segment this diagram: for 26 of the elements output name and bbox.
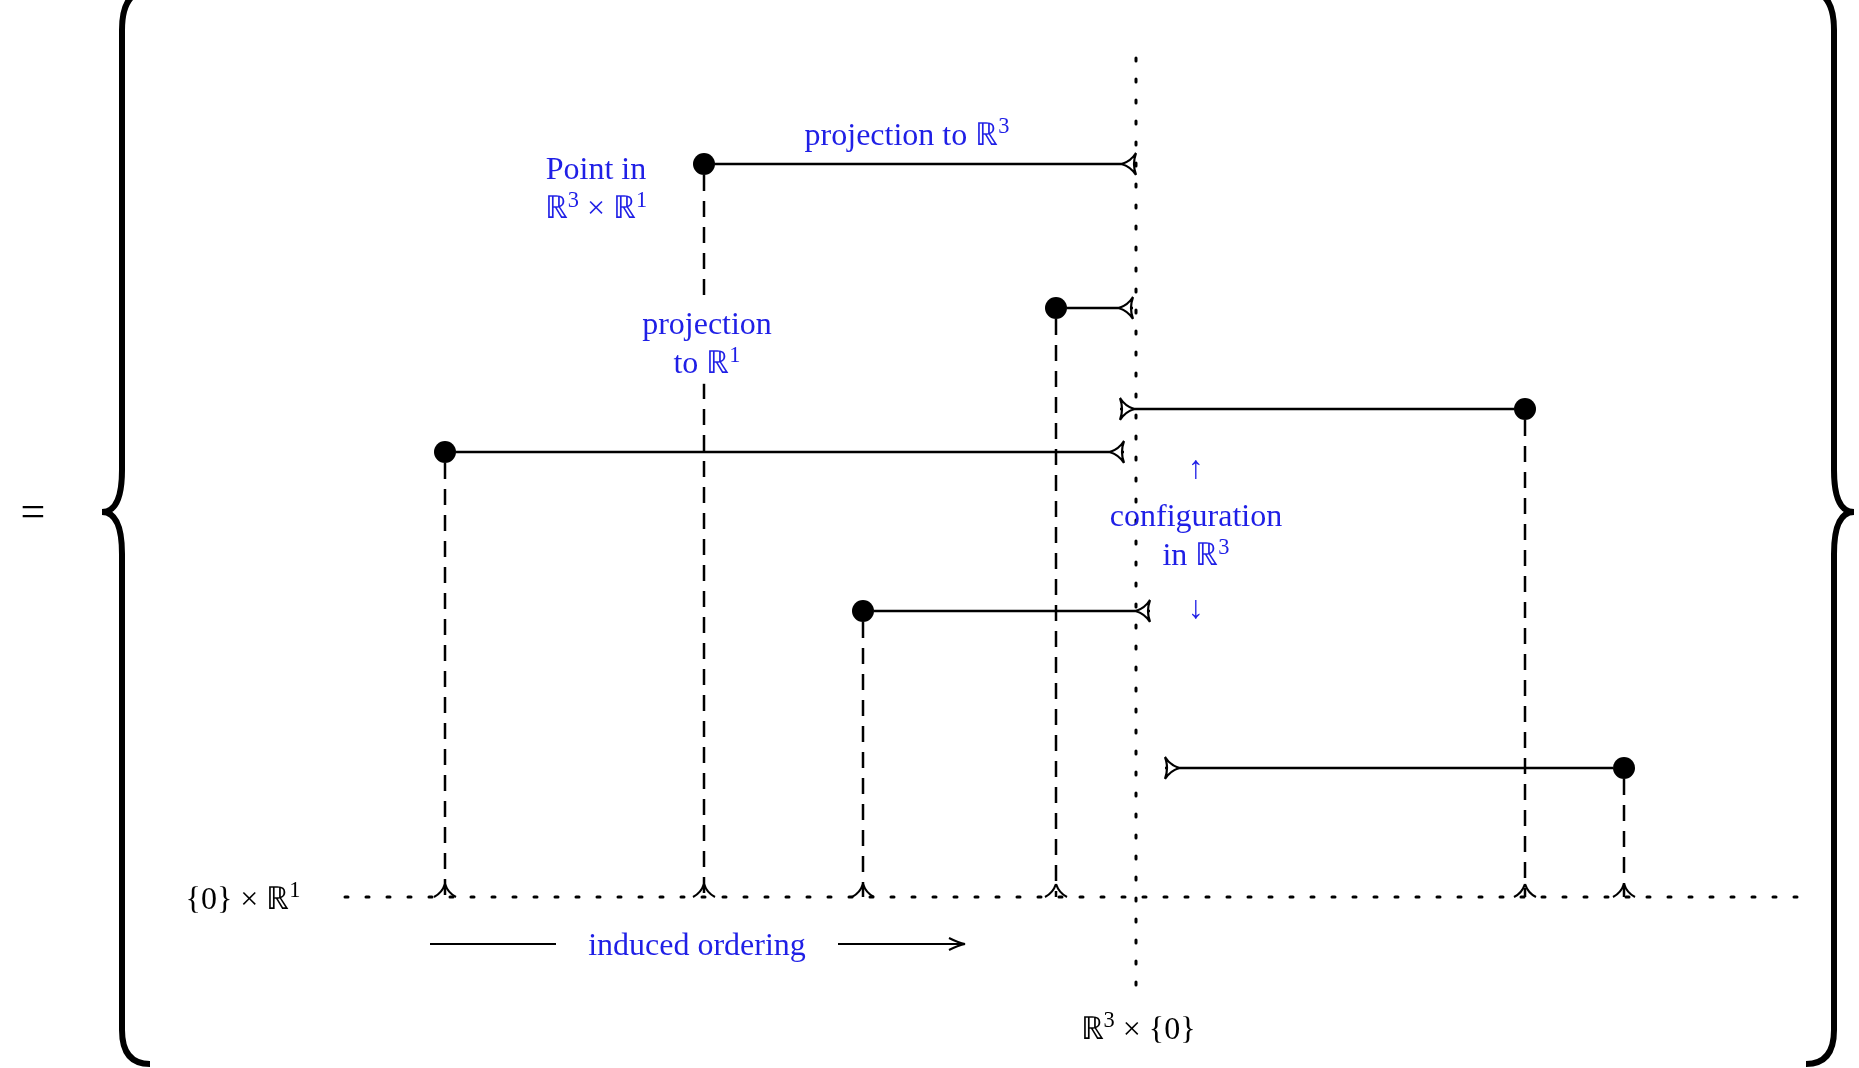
projection-line — [1067, 295, 1135, 321]
point-dot — [1045, 297, 1067, 319]
point-caption: Point in ℝ$^{3}$ × ℝ$^{1}$ — [543, 148, 649, 228]
dashed-projection-line — [691, 175, 717, 899]
dashed-projection-line — [432, 463, 458, 899]
projection-line — [456, 439, 1126, 465]
dashed-projection-line — [850, 622, 876, 899]
point-dot — [1514, 398, 1536, 420]
projection-line — [715, 151, 1138, 177]
equals-sign: = — [20, 485, 46, 538]
point-dot — [693, 153, 715, 175]
projection-line — [1118, 396, 1514, 422]
up-arrow-glyph: ↑ — [1188, 447, 1204, 487]
projection-line — [1163, 755, 1613, 781]
annotation-text: induced ordering — [588, 924, 806, 964]
point-dot — [1613, 757, 1635, 779]
axis-label: {0} × ℝ$^{1}$ — [185, 877, 301, 917]
point-dot — [852, 600, 874, 622]
point-dot — [434, 441, 456, 463]
dashed-projection-line — [1611, 779, 1637, 899]
axis-label: ℝ$^{3}$ × {0} — [1080, 1007, 1196, 1047]
annotation-text: configuration in ℝ$^{3}$ — [1108, 495, 1284, 575]
down-arrow-glyph: ↓ — [1188, 587, 1204, 627]
projection-line — [874, 598, 1152, 624]
dashed-projection-line — [1043, 319, 1069, 899]
dashed-projection-line — [1512, 420, 1538, 899]
